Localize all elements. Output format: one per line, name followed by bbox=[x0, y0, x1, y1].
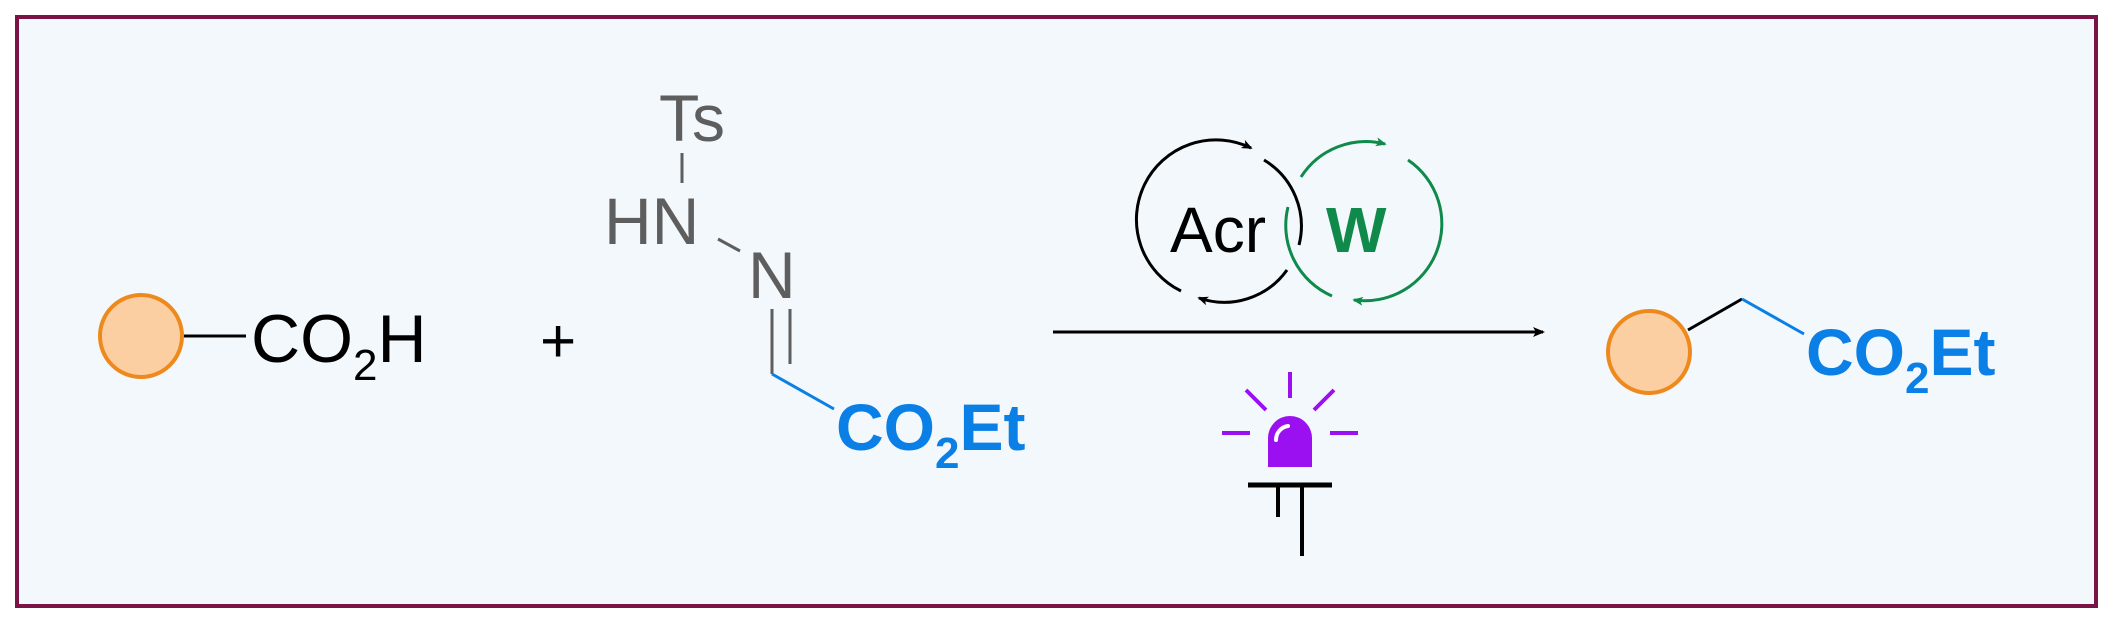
hn-label: HN bbox=[604, 184, 699, 258]
cycle-arrow-black-right bbox=[1263, 158, 1303, 246]
product-ester-subscript: 2 bbox=[1905, 354, 1929, 403]
product-ester-et: Et bbox=[1929, 315, 1995, 389]
acid-co: CO bbox=[251, 301, 353, 377]
bond-c-ester bbox=[771, 372, 835, 411]
product-ester-co: CO bbox=[1806, 315, 1905, 389]
svg-text:CO2Et: CO2Et bbox=[836, 390, 1026, 478]
bond-r-ch2 bbox=[1687, 297, 1743, 332]
scheme-frame bbox=[15, 15, 2098, 608]
ester-et: Et bbox=[959, 390, 1025, 464]
cycle-arrow-black-bottom bbox=[1197, 269, 1289, 306]
plus-sign: + bbox=[540, 307, 576, 376]
photocatalytic-cycle: Acr W bbox=[1134, 137, 1444, 306]
svg-text:CO2H: CO2H bbox=[251, 301, 427, 390]
svg-text:CO2Et: CO2Et bbox=[1806, 315, 1996, 403]
bond-nh-n bbox=[717, 237, 741, 253]
photocatalyst-label: Acr bbox=[1170, 194, 1266, 266]
purple-led-icon bbox=[1222, 372, 1358, 556]
product-ester: CO2Et bbox=[1606, 297, 1996, 403]
cycle-arrow-black-top bbox=[1134, 138, 1253, 293]
ts-label: Ts bbox=[659, 81, 725, 155]
cycle-arrow-green-bottom bbox=[1284, 206, 1333, 298]
cycle-arrow-green-top bbox=[1299, 137, 1387, 178]
cycle-arrow-green-right bbox=[1352, 158, 1444, 306]
ester-subscript: 2 bbox=[935, 429, 959, 478]
substituent-circle-icon bbox=[98, 293, 184, 379]
ester-co: CO bbox=[836, 390, 935, 464]
product-substituent-circle-icon bbox=[1606, 309, 1692, 395]
bond-ch2-ester bbox=[1741, 297, 1805, 336]
acid-subscript: 2 bbox=[353, 341, 377, 390]
reactant-carboxylic-acid: CO2H bbox=[98, 293, 427, 390]
n-label: N bbox=[748, 238, 796, 312]
acid-h: H bbox=[377, 301, 426, 377]
reactant-tosylhydrazone: Ts HN N CO2Et bbox=[604, 81, 1026, 478]
cocatalyst-label: W bbox=[1326, 194, 1387, 266]
